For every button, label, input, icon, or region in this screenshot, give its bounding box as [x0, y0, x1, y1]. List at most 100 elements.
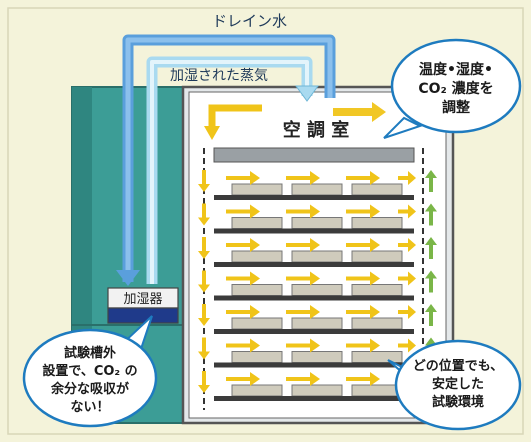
steam-arrow-head — [295, 85, 319, 102]
airflow-arrow — [398, 238, 416, 252]
callout-bottom-right-bubble — [394, 339, 522, 431]
shelf-plate — [214, 195, 414, 200]
up-airflow-arrow — [425, 170, 437, 192]
airflow-arrow — [346, 171, 380, 185]
airflow-arrow — [286, 305, 320, 319]
up-airflow-arrow — [425, 203, 437, 226]
drain-water-label: ドレイン水 — [212, 12, 287, 30]
airflow-arrow — [226, 171, 260, 185]
top-air-arrow-left-head — [204, 126, 220, 140]
airflow-arrow — [398, 171, 416, 185]
down-airflow-arrow — [198, 270, 210, 293]
airflow-arrow — [226, 271, 260, 286]
airflow-arrow — [226, 338, 260, 353]
callout-bottom-left: 試験槽外 設置で、CO₂ の 余分な吸収が ない！ — [22, 315, 158, 428]
callout-bottom-right-line-3: 試験環境 — [432, 394, 484, 410]
sample-tray — [351, 217, 403, 229]
shelf-plate — [214, 329, 414, 334]
shelf-plate — [214, 228, 414, 234]
sample-tray — [231, 217, 283, 229]
shelf-plate — [214, 362, 414, 368]
up-airflow-arrow — [425, 270, 437, 293]
callout-bottom-left-line-2: 設置で、CO₂ の — [42, 363, 137, 379]
steam-pipe-highlight — [150, 60, 309, 284]
sample-tray — [351, 351, 403, 363]
sample-tray — [291, 384, 343, 397]
sample-tray — [231, 183, 283, 196]
sample-tray — [231, 351, 283, 363]
airflow-arrow — [398, 204, 416, 219]
down-airflow-arrow — [198, 371, 210, 393]
drain-arrow-head — [116, 270, 140, 286]
callout-bottom-right-line-2: 安定した — [432, 376, 484, 392]
sample-tray — [291, 217, 343, 229]
callout-top-right-bubble — [390, 38, 522, 134]
down-airflow-arrow — [198, 304, 210, 326]
rack-top-panel — [213, 147, 415, 163]
airflow-arrow — [398, 338, 416, 353]
callout-bottom-left-line-3: 余分な吸収が — [50, 381, 129, 397]
sample-tray — [231, 317, 283, 330]
humidifier-tank — [107, 307, 179, 324]
sample-tray — [351, 250, 403, 263]
airflow-arrow — [226, 238, 260, 252]
humidifier-label: 加湿器 — [123, 292, 162, 307]
airflow-arrow — [226, 372, 260, 386]
drain-pipe-highlight — [125, 37, 333, 282]
callout-top-right-tail — [383, 116, 423, 139]
airflow-arrow — [286, 171, 320, 185]
callout-top-right: 温度•湿度• CO₂ 濃度を 調整 — [383, 38, 522, 139]
airflow-arrow — [346, 204, 380, 219]
sample-tray — [351, 284, 403, 296]
shelf-plate — [214, 396, 414, 401]
airflow-arrow — [346, 372, 380, 386]
shelf-plate — [214, 295, 414, 301]
airflow-arrow — [346, 271, 380, 286]
airflow-arrow — [286, 338, 320, 353]
top-air-arrow-right — [333, 102, 386, 122]
sample-tray — [351, 384, 403, 397]
callout-bottom-right: どの位置でも、 安定した 試験環境 — [387, 339, 522, 431]
airflow-arrow — [226, 305, 260, 319]
down-airflow-arrow — [198, 237, 210, 259]
airflow-arrow — [346, 238, 380, 252]
chamber-label: 空 調 室 — [283, 119, 350, 141]
airflow-arrow — [286, 204, 320, 219]
airflow-arrow — [346, 338, 380, 353]
callout-bottom-left-line-1: 試験槽外 — [64, 345, 116, 361]
sample-tray — [231, 284, 283, 296]
airflow-arrow — [346, 305, 380, 319]
airflow-arrow — [286, 238, 320, 252]
top-air-arrow-left — [208, 104, 262, 128]
airflow-arrow — [286, 271, 320, 286]
callout-bottom-right-line-1: どの位置でも、 — [413, 358, 504, 374]
callout-top-right-line-1: 温度•湿度• — [419, 61, 493, 78]
airflow-arrow — [398, 271, 416, 286]
down-airflow-arrow — [198, 337, 210, 360]
shelves — [214, 171, 416, 401]
up-airflow-arrow — [425, 237, 437, 259]
sample-tray — [291, 351, 343, 363]
callout-top-right-line-2: CO₂ 濃度を — [418, 80, 493, 97]
sample-tray — [291, 284, 343, 296]
sample-tray — [291, 183, 343, 196]
sample-tray — [351, 183, 403, 196]
callout-top-right-line-3: 調整 — [442, 99, 471, 116]
shelf-plate — [214, 262, 414, 267]
callout-bottom-left-line-4: ない！ — [70, 400, 109, 415]
down-airflow-arrow — [198, 203, 210, 226]
sample-tray — [351, 317, 403, 330]
down-airflow-arrow — [198, 170, 210, 192]
sample-tray — [291, 250, 343, 263]
airflow-arrow — [286, 372, 320, 386]
up-airflow-arrow — [425, 304, 437, 326]
steam-label: 加湿された蒸気 — [170, 68, 268, 84]
airflow-arrow — [398, 305, 416, 319]
callout-bottom-left-bubble — [22, 328, 158, 428]
sample-tray — [291, 317, 343, 330]
airflow-arrow — [226, 204, 260, 219]
sample-tray — [231, 384, 283, 397]
sample-tray — [231, 250, 283, 263]
